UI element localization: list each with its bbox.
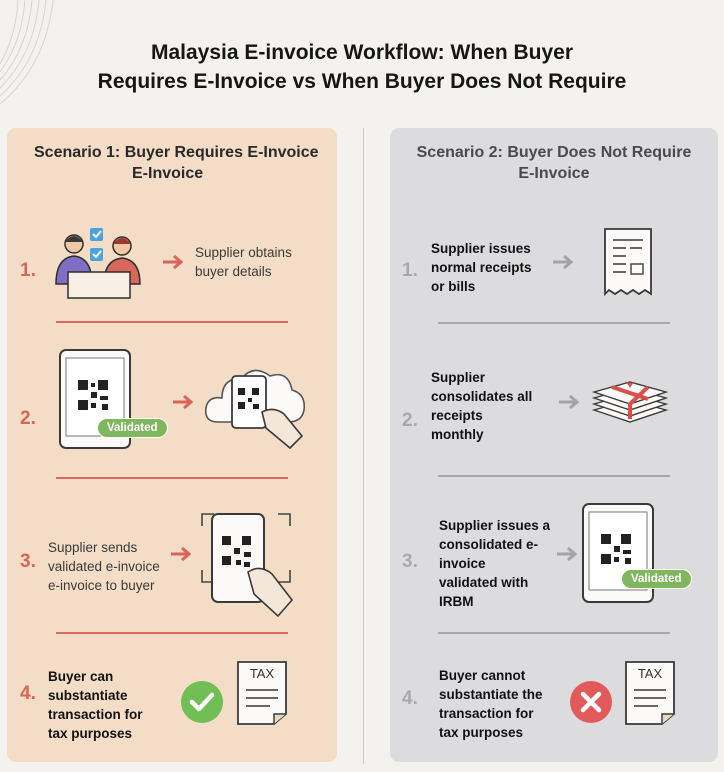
arrow-right-icon bbox=[163, 254, 184, 270]
receipt-icon bbox=[604, 228, 652, 297]
s1-step-3-number: 3. bbox=[20, 551, 36, 572]
tax-document-icon: TAX bbox=[624, 660, 676, 726]
cloud-phone-icon bbox=[204, 369, 306, 450]
decorative-arcs bbox=[0, 0, 54, 105]
cross-circle-icon bbox=[570, 681, 612, 723]
scenario-2-title-line-2: E-Invoice bbox=[518, 165, 590, 182]
validated-badge: Validated bbox=[97, 418, 168, 438]
s1-step-4-text: Buyer can substantiate transaction for t… bbox=[48, 667, 143, 743]
s1-step-4-line-2: substantiate bbox=[48, 688, 128, 703]
s2-step-4-text: Buyer cannot substantiate the transactio… bbox=[439, 666, 543, 742]
s2-step-4-line-2: substantiate the bbox=[439, 687, 543, 702]
phone-scan-icon bbox=[201, 513, 294, 618]
s2-separator-3 bbox=[438, 632, 670, 634]
s1-step-1-number: 1. bbox=[20, 260, 36, 281]
arrow-right-icon bbox=[171, 546, 192, 562]
validated-badge: Validated bbox=[621, 569, 692, 589]
s1-step-3-line-2: validated e-invoice bbox=[48, 559, 160, 574]
s2-step-3-line-2: consolidated e- bbox=[439, 537, 539, 552]
s2-step-2-number: 2. bbox=[402, 410, 418, 431]
s1-step-4-line-4: tax purposes bbox=[48, 726, 133, 741]
s2-step-4-line-1: Buyer cannot bbox=[439, 668, 526, 683]
s2-step-3-line-3: invoice bbox=[439, 556, 486, 571]
s1-step-1-text: Supplier obtains buyer details bbox=[195, 243, 292, 281]
s2-step-3-line-5: IRBM bbox=[439, 594, 474, 609]
arrow-right-icon bbox=[553, 254, 574, 270]
arrow-right-icon bbox=[173, 394, 194, 410]
arrow-right-icon bbox=[559, 394, 580, 410]
scenario-1-title: Scenario 1: Buyer Requires E-Invoice E-I… bbox=[34, 142, 334, 184]
s1-separator-1 bbox=[56, 321, 288, 323]
s2-step-3-number: 3. bbox=[402, 551, 418, 572]
tax-label: TAX bbox=[637, 666, 663, 681]
s2-step-3-line-4: validated with bbox=[439, 575, 529, 590]
s2-step-2-line-1: Supplier bbox=[431, 370, 486, 385]
s2-step-2-line-4: monthly bbox=[431, 427, 484, 442]
s1-step-3-text: Supplier sends validated e-invoice e-inv… bbox=[48, 538, 160, 595]
s2-step-1-line-2: normal receipts bbox=[431, 260, 532, 275]
check-circle-icon bbox=[181, 681, 223, 723]
s2-step-3-line-1: Supplier issues a bbox=[439, 518, 551, 533]
center-divider bbox=[363, 128, 364, 764]
s1-step-4-line-3: transaction for bbox=[48, 707, 143, 722]
page-title: Malaysia E-invoice Workflow: When Buyer … bbox=[0, 38, 724, 96]
scenario-2-title: Scenario 2: Buyer Does Not Require E-Inv… bbox=[392, 142, 716, 184]
s1-step-4-number: 4. bbox=[20, 683, 36, 704]
scenario-2-panel bbox=[390, 128, 718, 762]
tax-label: TAX bbox=[249, 666, 275, 681]
s1-separator-2 bbox=[56, 477, 288, 479]
s2-separator-1 bbox=[438, 322, 670, 324]
s1-separator-3 bbox=[56, 632, 288, 634]
scenario-1-title-line-1: Scenario 1: Buyer Requires E-Invoice bbox=[34, 144, 319, 161]
s2-step-1-line-1: Supplier issues bbox=[431, 241, 531, 256]
s1-step-1-line-2: buyer details bbox=[195, 264, 272, 279]
s2-step-3-text: Supplier issues a consolidated e- invoic… bbox=[439, 516, 550, 611]
s2-step-1-text: Supplier issues normal receipts or bills bbox=[431, 239, 532, 296]
s2-step-2-line-3: receipts bbox=[431, 408, 483, 423]
arrow-right-icon bbox=[557, 546, 578, 562]
s1-step-2-number: 2. bbox=[20, 408, 36, 429]
scenario-1-title-line-2: E-Invoice bbox=[132, 165, 204, 182]
title-line-2: Requires E-Invoice vs When Buyer Does No… bbox=[97, 70, 627, 93]
s2-step-1-line-3: or bills bbox=[431, 279, 476, 294]
s1-step-1-line-1: Supplier obtains bbox=[195, 245, 292, 260]
scenario-2-title-line-1: Scenario 2: Buyer Does Not Require bbox=[416, 144, 692, 161]
s1-step-4-line-1: Buyer can bbox=[48, 669, 114, 684]
s1-step-3-line-1: Supplier sends bbox=[48, 540, 138, 555]
s2-step-1-number: 1. bbox=[402, 260, 418, 281]
s2-step-2-line-2: consolidates all bbox=[431, 389, 533, 404]
s2-step-4-line-4: tax purposes bbox=[439, 725, 524, 740]
s2-separator-2 bbox=[438, 475, 670, 477]
s2-step-2-text: Supplier consolidates all receipts month… bbox=[431, 368, 532, 444]
meeting-icon bbox=[55, 228, 141, 299]
s1-step-3-line-3: e-invoice to buyer bbox=[48, 578, 155, 593]
tax-document-icon: TAX bbox=[236, 660, 288, 726]
s2-step-4-number: 4. bbox=[402, 688, 418, 709]
s2-step-4-line-3: transaction for bbox=[439, 706, 534, 721]
receipt-stack-icon bbox=[591, 378, 669, 423]
title-line-1: Malaysia E-invoice Workflow: When Buyer bbox=[150, 41, 574, 64]
